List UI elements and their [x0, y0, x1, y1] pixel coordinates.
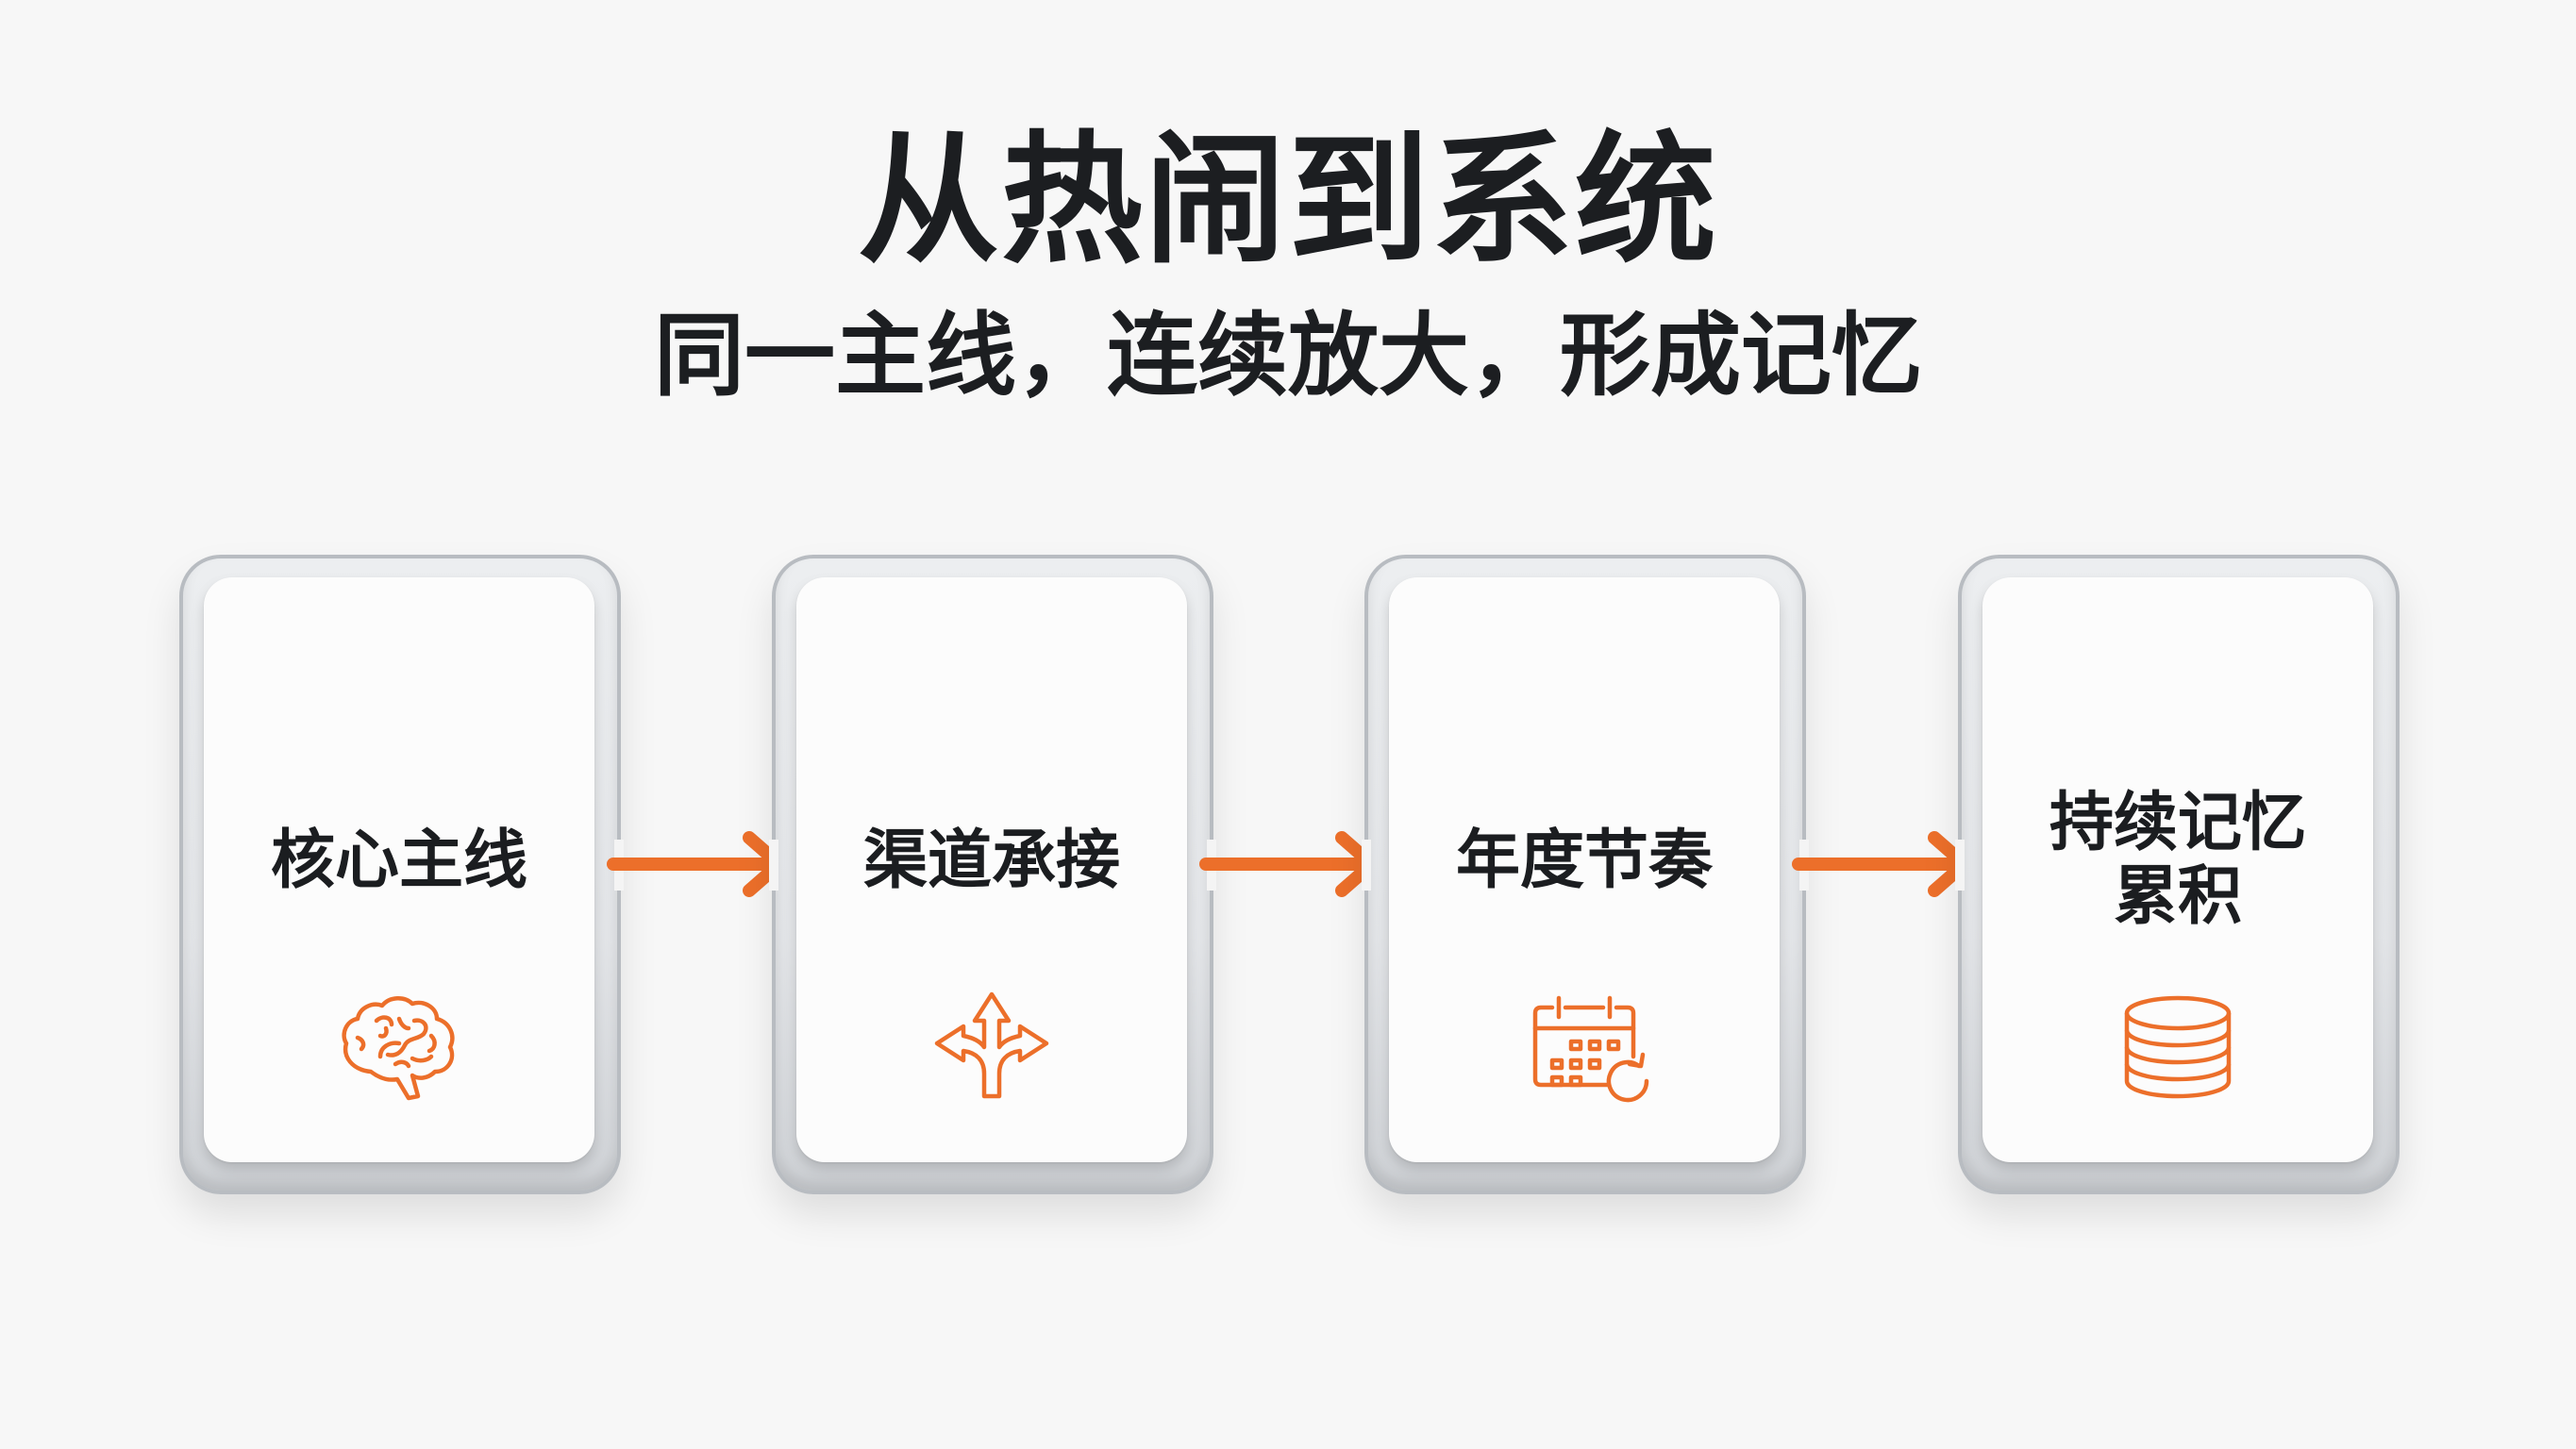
card-panel: 持续记忆 累积: [1982, 577, 2373, 1162]
brain-icon: [342, 996, 455, 1101]
step-card-channel-relay: 渠道承接: [769, 555, 1216, 1194]
frame-notch: [1362, 840, 1371, 891]
step-card-memory-accumulation: 持续记忆 累积: [1955, 555, 2400, 1194]
page-title: 从热闹到系统: [857, 119, 1718, 283]
arrow-right-icon: [607, 831, 786, 897]
arrow-right-icon: [1792, 831, 1971, 897]
arrow-right-icon: [1199, 831, 1379, 897]
step-label: 渠道承接: [862, 824, 1120, 898]
split-arrows-icon: [934, 991, 1049, 1099]
frame-notch: [1955, 840, 1965, 891]
card-panel: 渠道承接: [796, 577, 1187, 1162]
frame-notch: [769, 840, 778, 891]
coin-stack-icon: [2124, 995, 2232, 1099]
step-label-line-1: 持续记忆: [2049, 786, 2306, 860]
card-panel: 年度节奏: [1389, 577, 1780, 1162]
step-label: 核心主线: [270, 824, 527, 898]
page-subtitle: 同一主线，连续放大，形成记忆: [654, 303, 1922, 408]
step-card-core-mainline: 核心主线: [179, 555, 624, 1194]
calendar-refresh-icon: [1532, 995, 1649, 1103]
step-label: 年度节奏: [1455, 824, 1713, 898]
step-card-annual-rhythm: 年度节奏: [1362, 555, 1809, 1194]
step-label-line-2: 累积: [2113, 859, 2242, 934]
card-panel: 核心主线: [204, 577, 594, 1162]
step-label: 持续记忆 累积: [1982, 787, 2373, 934]
